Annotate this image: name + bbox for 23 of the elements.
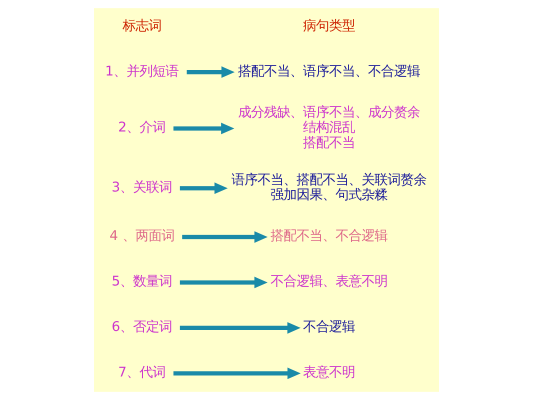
node-text: 成分残缺、语序不当、成分赘余 结构混乱 搭配不当 xyxy=(238,106,420,151)
node-text: 1、并列短语 xyxy=(105,64,179,80)
label: 病句类型 xyxy=(303,18,356,34)
arrow xyxy=(173,368,301,380)
arrow xyxy=(180,276,268,288)
node-text: 6、否定词 xyxy=(112,320,172,336)
node-text: 语序不当、搭配不当、关联词赘余 强加因果、句式杂糅 xyxy=(232,172,427,203)
node-text: 4 、两面词 xyxy=(110,229,174,244)
arrow xyxy=(182,231,268,243)
node-text: 不合逻辑、表意不明 xyxy=(270,274,388,290)
node-text: 搭配不当、语序不当、不合逻辑 xyxy=(238,64,420,80)
node-text: 表意不明 xyxy=(303,366,356,381)
node-text: 7、代词 xyxy=(118,366,166,381)
label: 标志词 xyxy=(122,18,162,34)
arrow xyxy=(180,322,301,334)
node-text: 2、介词 xyxy=(118,120,166,136)
node-text: 搭配不当、不合逻辑 xyxy=(270,229,388,244)
arrow xyxy=(173,122,234,134)
arrow xyxy=(186,66,235,78)
node-text: 3、关联词 xyxy=(112,180,172,196)
node-text: 5、数量词 xyxy=(112,274,172,290)
node-text: 不合逻辑 xyxy=(303,320,356,336)
arrow xyxy=(180,182,228,194)
